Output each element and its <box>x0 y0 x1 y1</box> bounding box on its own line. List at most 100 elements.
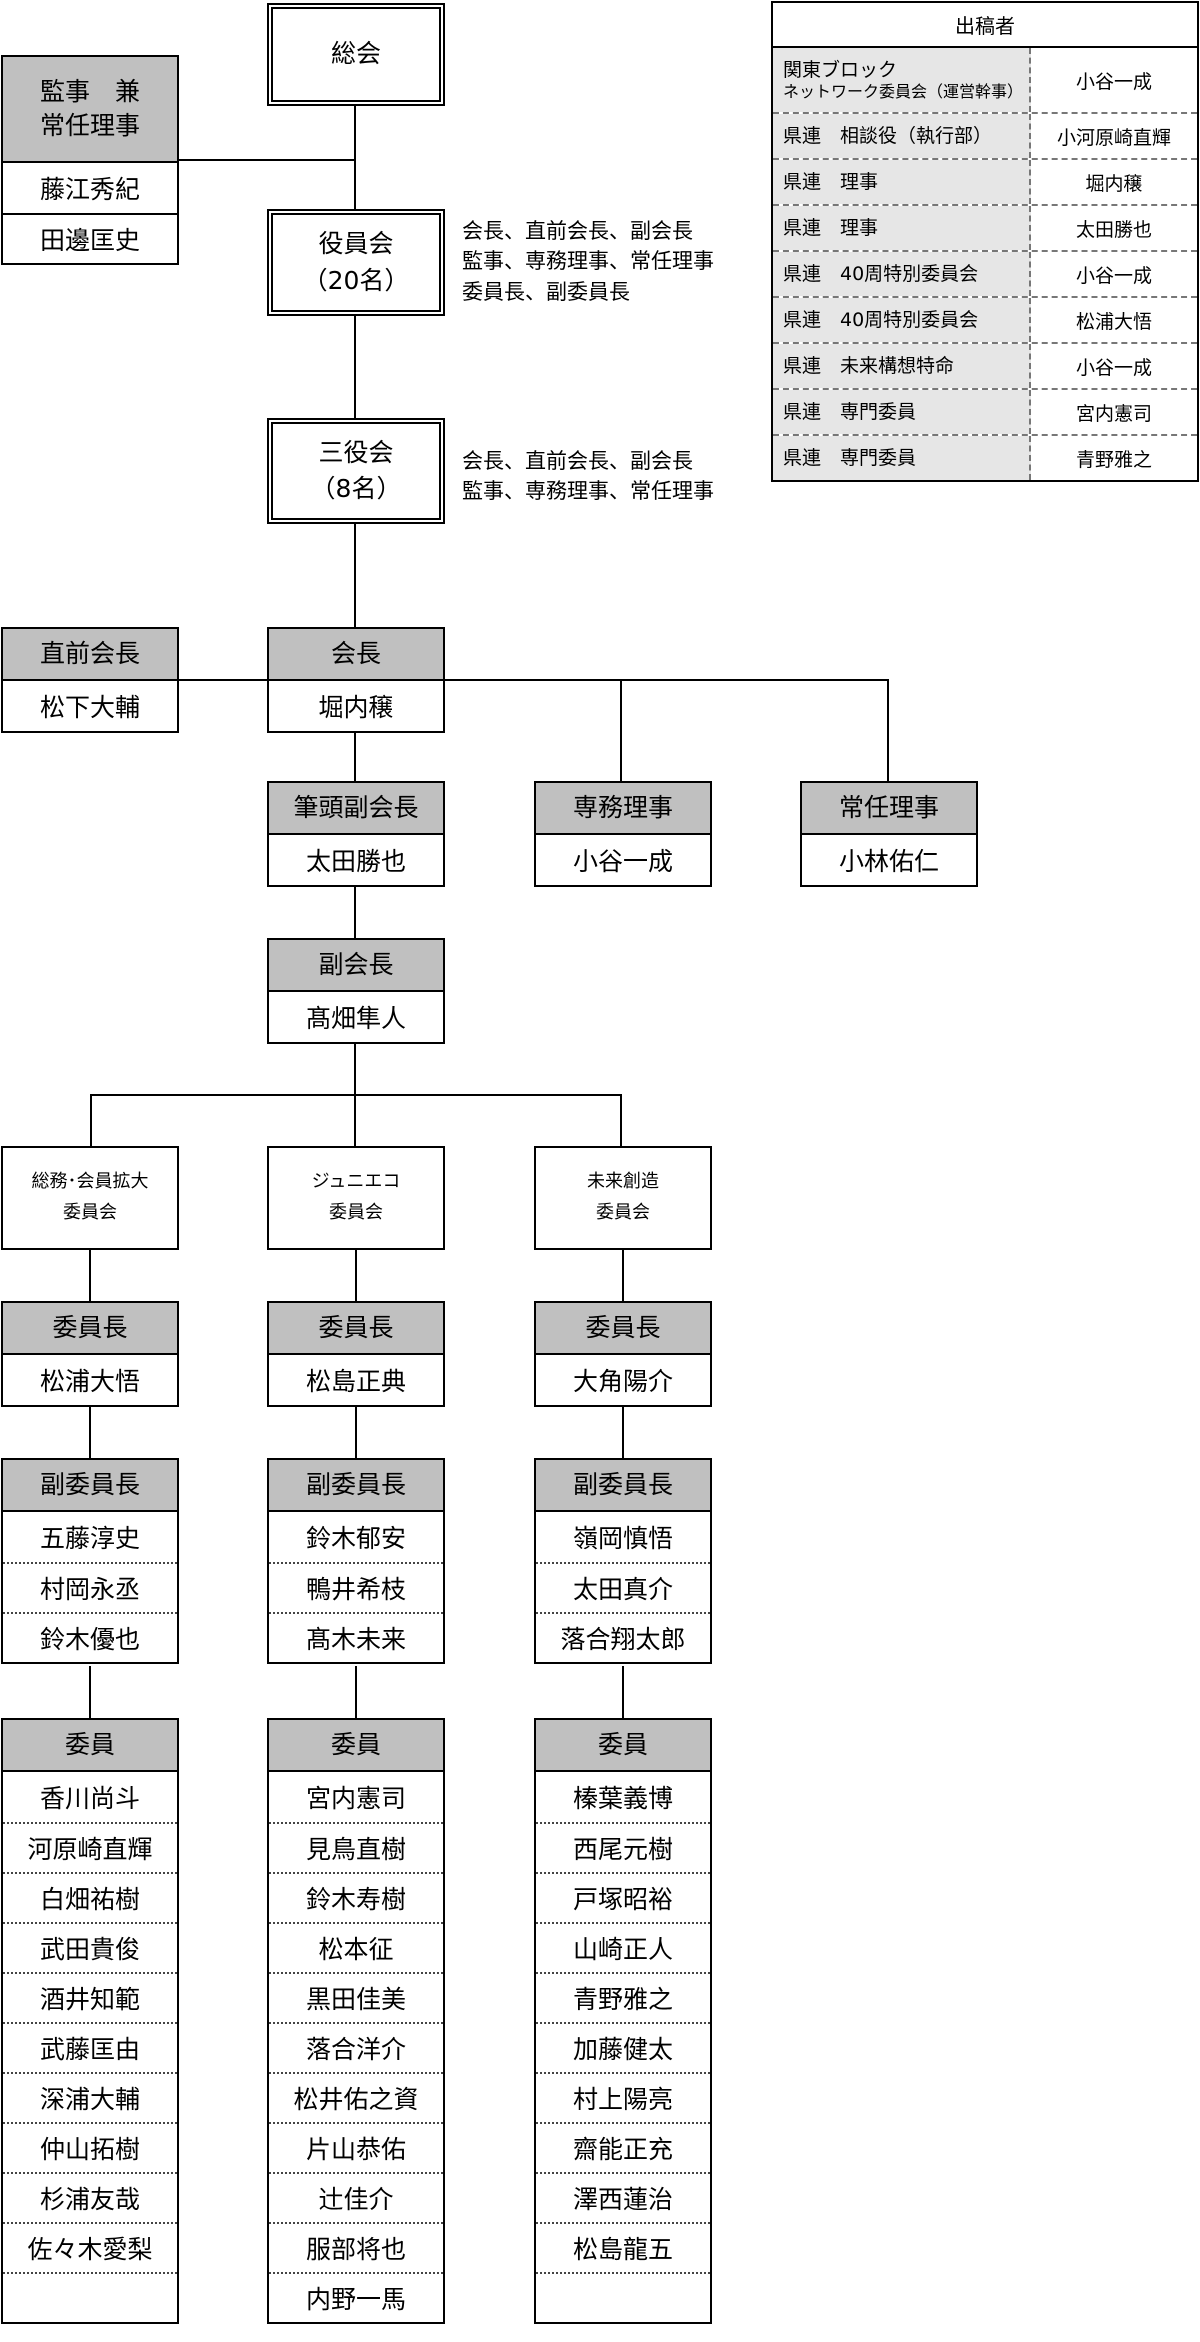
connector-line <box>355 1249 357 1301</box>
contributor-role: 関東ブロック ネットワーク委員会（運営幹事） <box>773 48 1031 112</box>
person-name: 榛葉義博 <box>572 1784 673 1813</box>
auditor-box: 監事 兼 常任理事 藤江秀紀 田邊匡史 <box>1 55 179 265</box>
person-name: 五藤淳史 <box>39 1524 140 1553</box>
executive-title: 三役会 <box>318 437 394 467</box>
role-header: 副会長 <box>269 940 443 992</box>
auditor-role: 監事 兼 常任理事 <box>3 57 177 163</box>
person-name: 落合洋介 <box>269 2022 443 2072</box>
past-president-box: 直前会長松下大輔 <box>1 627 179 733</box>
table-row: 県連 未来構想特命小谷一成 <box>773 342 1197 388</box>
person-name: 宮内憲司 <box>305 1784 406 1813</box>
committee-name: 総務･会員拡大 <box>31 1171 149 1193</box>
auditor-name: 藤江秀紀 <box>39 175 140 204</box>
person-name: 山崎正人 <box>536 1922 710 1972</box>
person-name: 松下大輔 <box>39 693 140 722</box>
table-row: 県連 40周特別委員会 小谷一成 <box>773 250 1197 296</box>
contributor-name: 松浦大悟 <box>1075 310 1152 333</box>
person-name: 小林佑仁 <box>838 847 939 876</box>
president-box: 会長堀内穣 <box>267 627 445 733</box>
contributor-role: 県連 40周特別委員会 <box>773 298 1031 342</box>
contributor-name: 小谷一成 <box>1075 70 1152 93</box>
person-name: 白畑祐樹 <box>3 1872 177 1922</box>
person-name: 戸塚昭裕 <box>536 1872 710 1922</box>
table-row: 県連 理事太田勝也 <box>773 204 1197 250</box>
person-name: 松島正典 <box>305 1367 406 1396</box>
person-name: 嶺岡慎悟 <box>572 1524 673 1553</box>
general-assembly-box: 総会 <box>267 3 445 106</box>
person-name: 髙畑隼人 <box>305 1004 406 1033</box>
role-line: 関東ブロック <box>783 59 898 81</box>
person-name: 黒田佳美 <box>269 1972 443 2022</box>
executive-box: 三役会 （8名） <box>267 418 445 524</box>
role-header: 直前会長 <box>3 629 177 681</box>
committee-name: 未来創造 <box>587 1171 659 1193</box>
role-header: 常任理事 <box>802 783 976 835</box>
role-header: 委員 <box>3 1720 177 1772</box>
table-row: 県連 40周特別委員会 松浦大悟 <box>773 296 1197 342</box>
connector-line <box>354 729 356 781</box>
person-name: 髙木未来 <box>269 1612 443 1662</box>
connector-line <box>178 159 355 161</box>
person-name: 鈴木優也 <box>3 1612 177 1662</box>
person-name: 齋能正充 <box>536 2122 710 2172</box>
committee-box: 総務･会員拡大委員会 <box>1 1146 179 1250</box>
role-header: 委員 <box>269 1720 443 1772</box>
chair-box: 委員長松島正典 <box>267 1301 445 1407</box>
contributor-name: 小河原崎直輝 <box>1056 126 1171 149</box>
person-name: 松本征 <box>269 1922 443 1972</box>
table-row: 県連 専門委員宮内憲司 <box>773 388 1197 434</box>
person-name: 澤西蓮治 <box>536 2172 710 2222</box>
person-name: 武田貴俊 <box>3 1922 177 1972</box>
role-header: 委員長 <box>3 1303 177 1355</box>
members-box: 委員香川尚斗河原崎直輝白畑祐樹武田貴俊酒井知範武藤匡由深浦大輔仲山拓樹杉浦友哉佐… <box>1 1718 179 2324</box>
table-row: 県連 専門委員 青野雅之 <box>773 434 1197 480</box>
person-name: 小谷一成 <box>572 847 673 876</box>
members-box: 委員宮内憲司見鳥直樹鈴木寿樹松本征黒田佳美落合洋介松井佑之資片山恭佑辻佳介服部将… <box>267 1718 445 2324</box>
connector-line <box>178 679 889 681</box>
person-name: 香川尚斗 <box>39 1784 140 1813</box>
person-name: 加藤健太 <box>536 2022 710 2072</box>
person-name: 鈴木郁安 <box>305 1524 406 1553</box>
general-assembly-title: 総会 <box>330 39 381 69</box>
connector-line <box>89 1404 91 1458</box>
board-count: （20名） <box>302 265 410 295</box>
contributor-role: 県連 専門委員 <box>773 436 1031 480</box>
person-name: 服部将也 <box>269 2222 443 2272</box>
committee-name: 委員会 <box>329 1202 383 1223</box>
vice-chair-box: 副委員長嶺岡慎悟太田真介落合翔太郎 <box>534 1458 712 1664</box>
person-name: 太田真介 <box>536 1562 710 1612</box>
contributors-table: 出稿者 関東ブロック ネットワーク委員会（運営幹事） 小谷一成 県連 相談役（執… <box>771 1 1199 482</box>
role-line: 監事 兼 <box>39 77 140 107</box>
chair-box: 委員長松浦大悟 <box>1 1301 179 1407</box>
senior-vp-box: 筆頭副会長太田勝也 <box>267 781 445 887</box>
connector-line <box>355 1666 357 1718</box>
table-row: 県連 相談役（執行部）小河原崎直輝 <box>773 112 1197 158</box>
committee-name: 委員会 <box>63 1202 117 1223</box>
connector-line <box>887 679 889 781</box>
contributor-name: 宮内憲司 <box>1075 402 1152 425</box>
connector-line <box>90 1094 92 1146</box>
standing-director-box: 常任理事小林佑仁 <box>800 781 978 887</box>
person-name: 内野一馬 <box>269 2272 443 2322</box>
committee-box: 未来創造委員会 <box>534 1146 712 1250</box>
contributor-name: 青野雅之 <box>1075 448 1152 471</box>
members-box: 委員榛葉義博西尾元樹戸塚昭裕山崎正人青野雅之加藤健太村上陽亮齋能正充澤西蓮治松島… <box>534 1718 712 2324</box>
contributor-role: 県連 40周特別委員会 <box>773 252 1031 296</box>
role-header: 委員 <box>536 1720 710 1772</box>
connector-line <box>354 315 356 418</box>
contributor-name: 小谷一成 <box>1075 264 1152 287</box>
person-name: 片山恭佑 <box>269 2122 443 2172</box>
connector-line <box>354 105 356 209</box>
connector-line <box>620 1094 622 1146</box>
role-header: 副委員長 <box>269 1460 443 1512</box>
table-row: 関東ブロック ネットワーク委員会（運営幹事） 小谷一成 <box>773 48 1197 112</box>
role-header: 副委員長 <box>536 1460 710 1512</box>
executive-note: 会長、直前会長、副会長 監事、専務理事、常任理事 <box>462 446 714 507</box>
person-name: 鴨井希枝 <box>269 1562 443 1612</box>
vice-chair-box: 副委員長五藤淳史村岡永丞鈴木優也 <box>1 1458 179 1664</box>
contributor-name: 小谷一成 <box>1075 356 1152 379</box>
note-line: 委員長、副委員長 <box>462 279 630 304</box>
person-name: 見鳥直樹 <box>269 1822 443 1872</box>
auditor-name: 田邊匡史 <box>3 213 177 263</box>
empty-slot <box>536 2272 710 2322</box>
